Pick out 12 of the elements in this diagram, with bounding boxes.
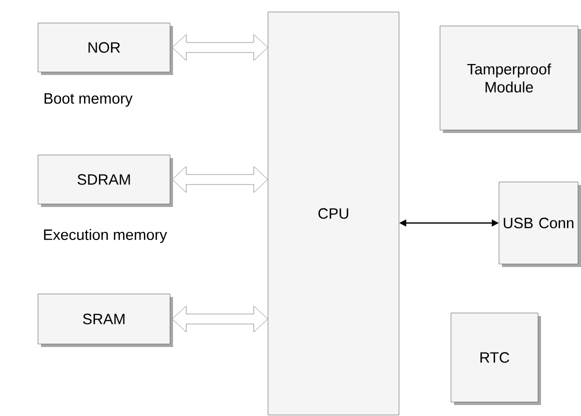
module-box: SRAM (38, 294, 173, 347)
bus-arrow (172, 306, 268, 332)
module-box: SDRAM (38, 154, 173, 207)
module-box: NOR (38, 22, 173, 75)
memory-caption: Boot memory (44, 93, 133, 107)
module-box: RTC (450, 312, 541, 405)
module-box: USB Conn (498, 182, 581, 267)
bus-arrow (172, 166, 268, 193)
memory-caption: Execution memory (44, 229, 168, 243)
bus-arrow (172, 34, 268, 61)
module-box: Tamperproof Module (440, 26, 581, 133)
processor-block: CPU (268, 12, 400, 416)
